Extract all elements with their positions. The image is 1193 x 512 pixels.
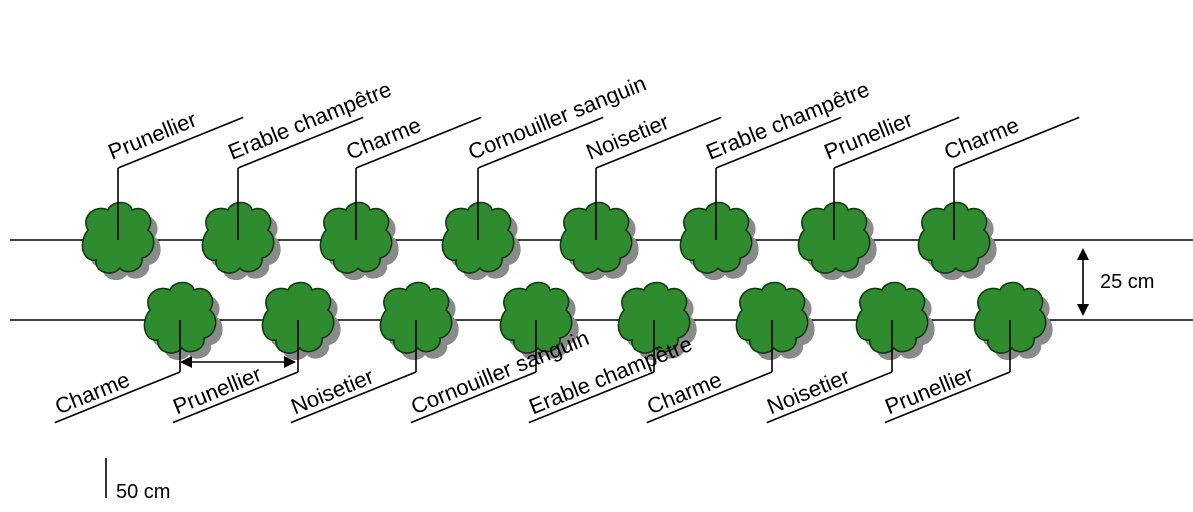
shrub-label-top: Prunellier [821, 107, 917, 165]
leader-line [766, 371, 893, 424]
shrub-top-2 [201, 201, 281, 281]
leader-line [833, 116, 960, 169]
leader-line [355, 116, 482, 169]
shrub-top-4 [441, 201, 521, 281]
shrub-label-bottom: Noisetier [763, 364, 853, 420]
shrub-bottom-7 [855, 281, 935, 361]
shrub-label-top: Noisetier [583, 109, 673, 165]
leader-line [528, 371, 655, 424]
shrub-top-8 [917, 201, 997, 281]
shrub-label-bottom: Prunellier [169, 361, 265, 419]
leader-line [953, 116, 1080, 169]
leader-line [646, 371, 773, 424]
shrub-label-bottom: Charme [643, 367, 725, 419]
leader-line [884, 371, 1011, 424]
leader-line [290, 371, 417, 424]
plant-spacing-dimension: 50 cm [105, 356, 296, 503]
row-spacing-dimension: 25 cm [1077, 248, 1154, 316]
shrub-top-1 [81, 201, 161, 281]
shrub-label-top: Prunellier [105, 107, 201, 165]
leader-line [410, 371, 537, 424]
row-spacing-label: 25 cm [1100, 271, 1154, 293]
shrub-label-bottom: Charme [51, 367, 133, 419]
shrub-label-bottom: Noisetier [287, 364, 377, 420]
shrub-bottom-8 [973, 281, 1053, 361]
leader-line [117, 116, 244, 169]
shrub-bottom-3 [379, 281, 459, 361]
shrub-label-bottom: Prunellier [881, 361, 977, 419]
leader-line [595, 116, 722, 169]
plant-spacing-label: 50 cm [116, 481, 170, 503]
leader-line [172, 371, 299, 424]
shrub-top-5 [559, 201, 639, 281]
leader-line [715, 116, 842, 169]
leader-line [477, 116, 604, 169]
shrub-bottom-6 [735, 281, 815, 361]
shrub-bottom-1 [143, 281, 223, 361]
leader-line [54, 371, 181, 424]
shrub-bottom-2 [261, 281, 341, 361]
shrub-top-7 [797, 201, 877, 281]
shrub-top-3 [319, 201, 399, 281]
shrub-top-6 [679, 201, 759, 281]
leader-line [237, 116, 364, 169]
